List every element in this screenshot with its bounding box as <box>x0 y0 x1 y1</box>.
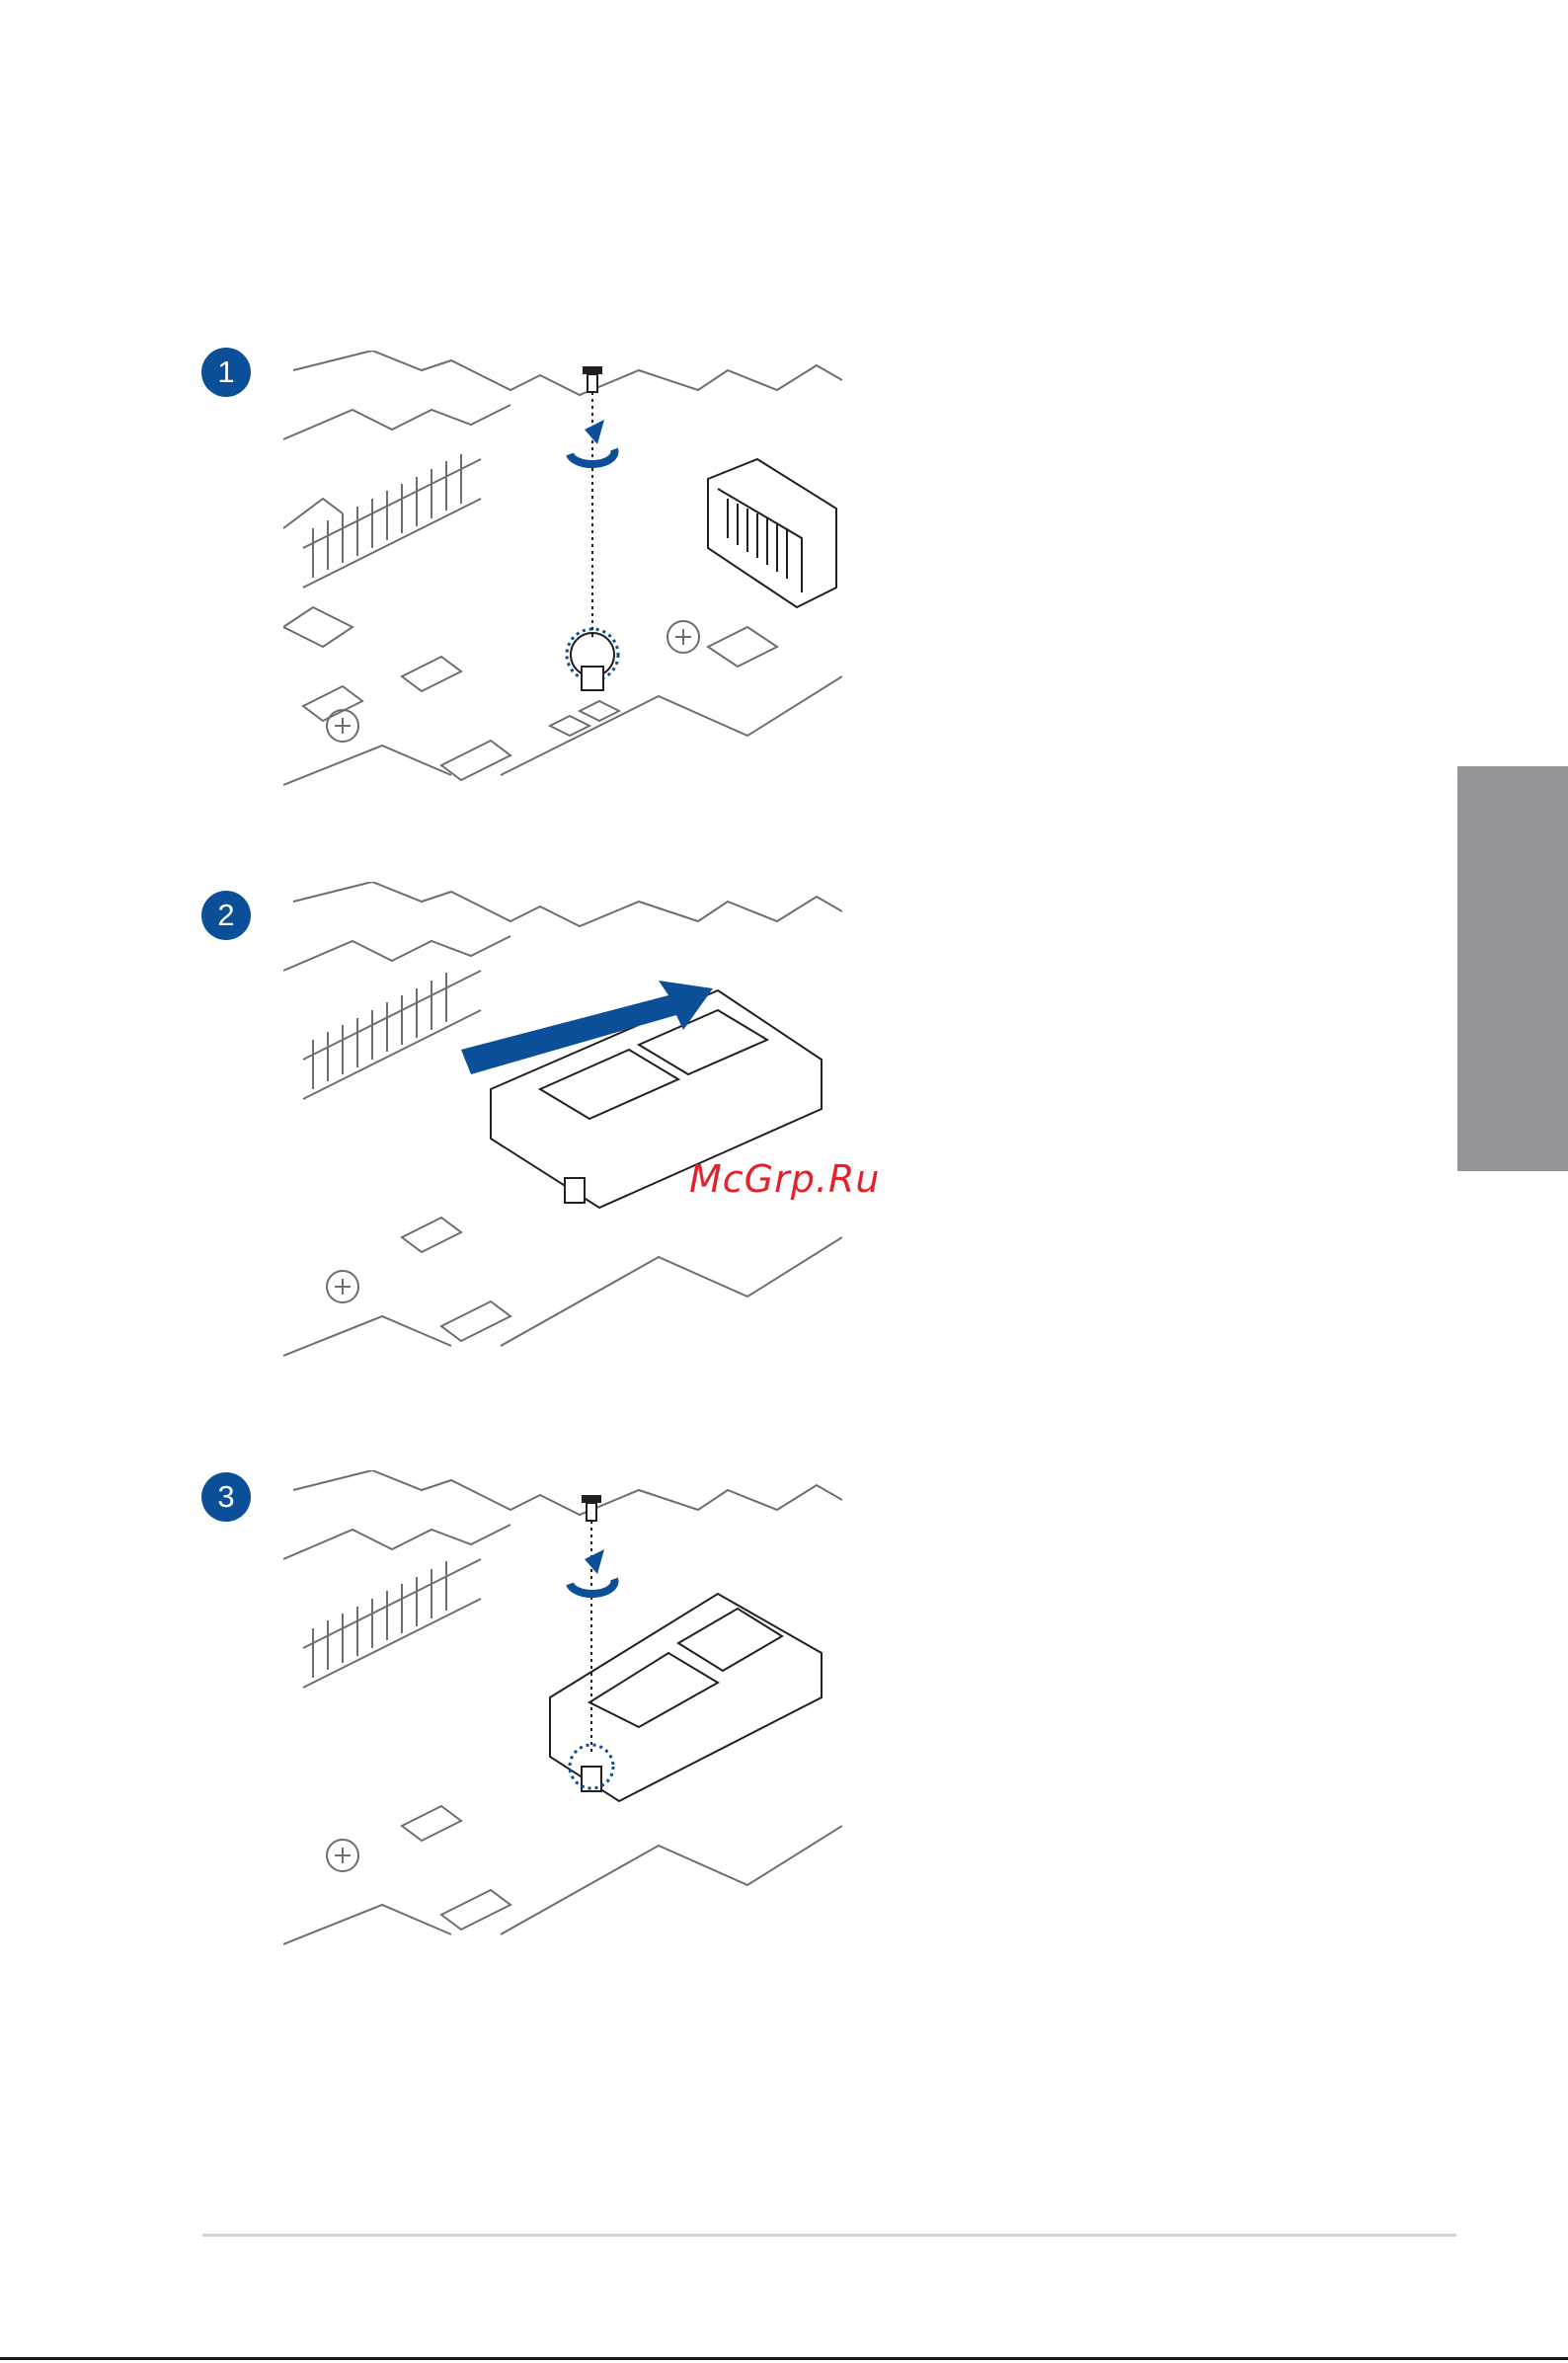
step-1-badge: 1 <box>201 348 251 397</box>
step-2-badge: 2 <box>201 891 251 940</box>
step-3-diagram <box>283 1470 842 1969</box>
watermark-text: McGrp.Ru <box>689 1157 880 1201</box>
footer-rule <box>202 2234 1456 2237</box>
step-2-diagram <box>283 882 842 1380</box>
step-3-badge: 3 <box>201 1472 251 1522</box>
step-1-diagram <box>283 351 842 813</box>
bottom-border <box>0 2357 1568 2360</box>
chapter-side-tab <box>1457 766 1568 1171</box>
